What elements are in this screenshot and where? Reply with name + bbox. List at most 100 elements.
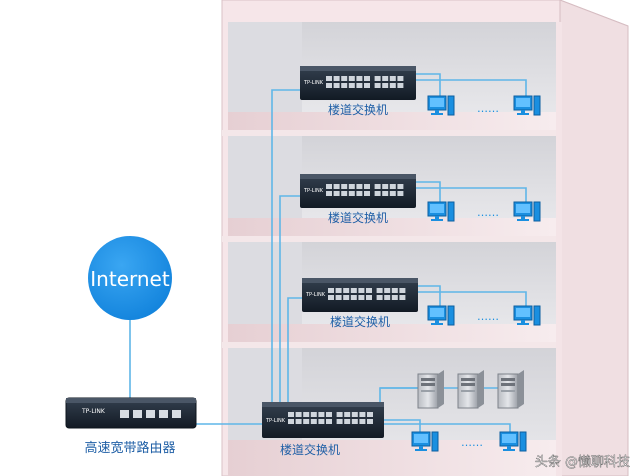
switch-port xyxy=(350,295,357,300)
switch-port xyxy=(341,184,348,189)
switch-port xyxy=(348,76,355,81)
switch-port xyxy=(356,184,363,189)
floor-switch-3: TP-LINK 楼道交换机 xyxy=(300,174,416,225)
switch-port xyxy=(356,191,363,196)
switch-port xyxy=(341,83,348,88)
floor-2-computers: …… xyxy=(427,305,541,326)
switch-port xyxy=(344,419,351,424)
servers xyxy=(417,370,524,409)
switch-port xyxy=(391,295,398,300)
switch-port xyxy=(343,288,350,293)
switch-port xyxy=(367,419,373,424)
switch-port xyxy=(333,83,340,88)
switch-port xyxy=(399,288,406,293)
switch-port xyxy=(374,184,381,189)
floor-1 xyxy=(228,348,556,476)
switch-port xyxy=(343,295,350,300)
switch-port xyxy=(326,76,332,81)
switch-port xyxy=(318,412,325,417)
switch-port xyxy=(344,412,351,417)
cable-sw3-pc2 xyxy=(412,187,527,206)
switch-port xyxy=(310,419,317,424)
switch-port xyxy=(328,288,334,293)
router-brand: TP-LINK xyxy=(81,408,106,415)
switch-port xyxy=(335,295,342,300)
switch-brand: TP-LINK xyxy=(303,80,324,86)
switch-port xyxy=(326,191,332,196)
switch-port xyxy=(382,83,389,88)
switch-port xyxy=(389,83,396,88)
switch-port xyxy=(391,288,398,293)
watermark-text: 头条 @懒聊科技 xyxy=(535,454,630,470)
ellipsis: …… xyxy=(477,102,499,115)
switch-port xyxy=(376,288,383,293)
switch-port xyxy=(397,191,404,196)
switch-port xyxy=(366,288,372,293)
cable-riser-2 xyxy=(287,297,304,410)
switch-port xyxy=(397,184,404,189)
switch-port xyxy=(341,191,348,196)
floor-3-computers: …… xyxy=(427,201,541,222)
computer-icon xyxy=(513,201,541,222)
computer-icon xyxy=(427,95,455,116)
switch-port xyxy=(303,419,310,424)
switch-port xyxy=(397,76,404,81)
switch-port xyxy=(382,184,389,189)
switch-port xyxy=(358,295,365,300)
switch-port xyxy=(364,76,370,81)
switch-port xyxy=(326,412,332,417)
switch-port xyxy=(310,412,317,417)
switch-port xyxy=(348,83,355,88)
router-ports xyxy=(120,410,181,418)
switch-port xyxy=(350,288,357,293)
cables xyxy=(129,73,527,436)
switch-port xyxy=(326,419,332,424)
switch-port xyxy=(295,412,302,417)
switch-port xyxy=(356,83,363,88)
switch-port xyxy=(384,295,391,300)
switch-port xyxy=(348,184,355,189)
switch-port xyxy=(374,83,381,88)
switch-port xyxy=(333,184,340,189)
switch-port xyxy=(356,76,363,81)
switch-port xyxy=(336,419,343,424)
switch-port xyxy=(397,83,404,88)
computer-icon xyxy=(513,95,541,116)
switch-port xyxy=(389,191,396,196)
switch-port xyxy=(382,191,389,196)
switch-brand: TP-LINK xyxy=(265,418,286,424)
switch-port xyxy=(366,295,372,300)
switch-port xyxy=(288,419,294,424)
switch-label: 楼道交换机 xyxy=(328,210,388,225)
switch-port xyxy=(351,419,358,424)
router: TP-LINK 高速宽带路由器 xyxy=(65,397,197,456)
server-icon xyxy=(497,370,524,409)
ellipsis: …… xyxy=(461,436,483,449)
cable-sw4-pc xyxy=(412,73,441,104)
switch-port xyxy=(303,412,310,417)
server-icon xyxy=(417,370,444,409)
switch-label: 楼道交换机 xyxy=(328,102,388,117)
switch-port xyxy=(295,419,302,424)
switch-port xyxy=(364,191,370,196)
floor-4-computers: …… xyxy=(427,95,541,116)
switch-port xyxy=(341,76,348,81)
switch-port xyxy=(328,295,334,300)
switch-port xyxy=(333,191,340,196)
switch-label: 楼道交换机 xyxy=(280,442,340,457)
switch-port xyxy=(364,184,370,189)
floor-switch-4: TP-LINK 楼道交换机 xyxy=(300,66,416,117)
switch-label: 楼道交换机 xyxy=(330,314,390,329)
switch-port xyxy=(326,83,332,88)
switch-port xyxy=(374,191,381,196)
switch-port xyxy=(382,76,389,81)
computer-icon xyxy=(427,201,455,222)
cable-sw3-pc xyxy=(412,181,441,206)
switch-port xyxy=(367,412,373,417)
switch-port xyxy=(351,412,358,417)
switch-port xyxy=(389,184,396,189)
floor-1-computers: …… xyxy=(411,431,527,452)
switch-brand: TP-LINK xyxy=(305,292,326,298)
switch-port xyxy=(336,412,343,417)
switch-port xyxy=(348,191,355,196)
